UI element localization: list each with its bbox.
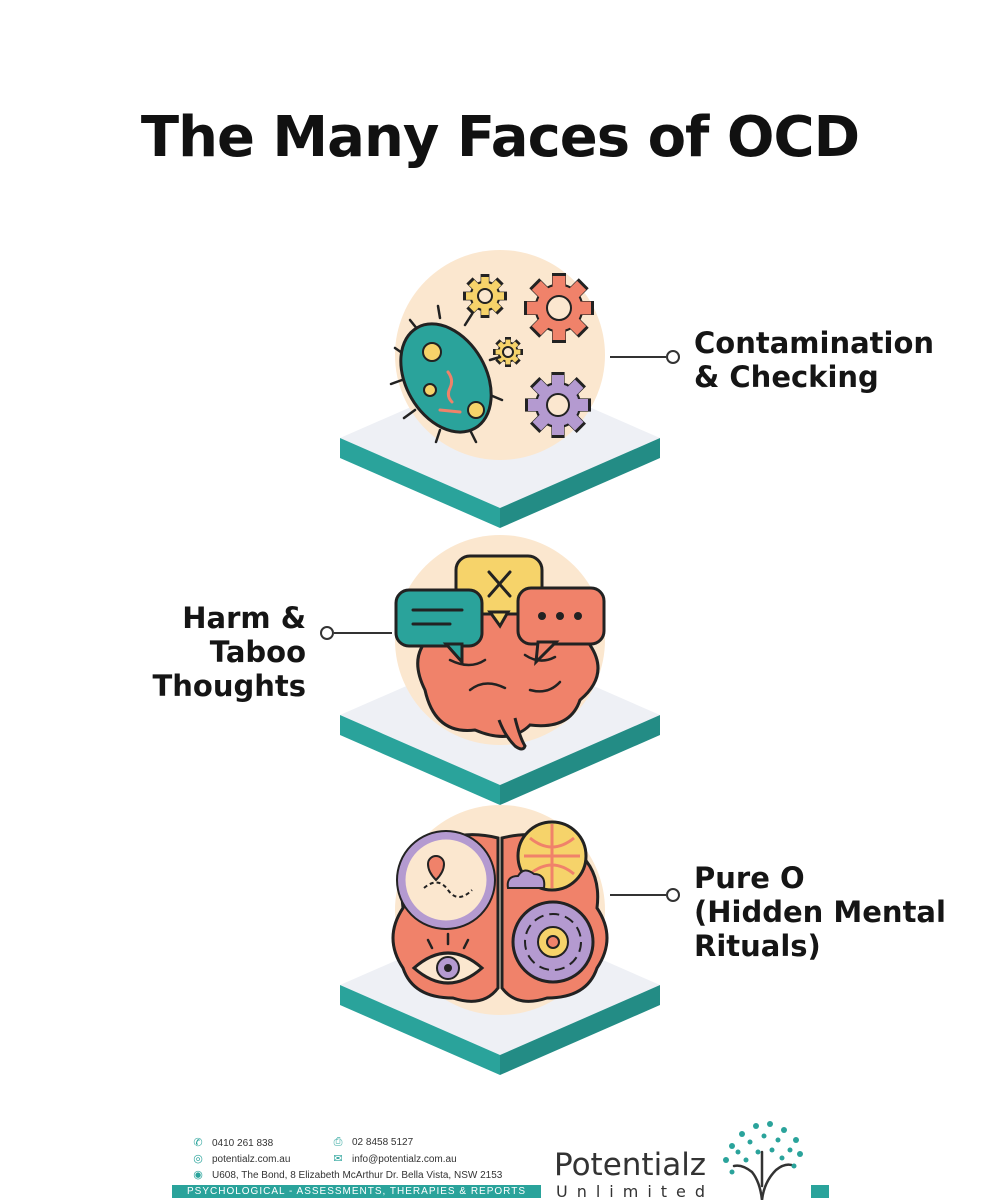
footer-phone[interactable]: ✆ 0410 261 838	[192, 1136, 273, 1149]
tree-brain-logo-icon	[723, 1121, 803, 1200]
footer-fax[interactable]: ⎙ 02 8458 5127	[332, 1136, 414, 1149]
tier-2-label-line-2: Thoughts	[152, 669, 306, 703]
footer-address-text: U608, The Bond, 8 Elizabeth McArthur Dr.…	[212, 1170, 503, 1181]
tier-3-label-line-3: Rituals)	[694, 929, 821, 963]
tier-1-label-line-1: Contamination	[694, 326, 935, 360]
tier-2-label-line-1: Harm & Taboo	[182, 601, 306, 669]
connector-tier-1	[610, 350, 680, 364]
footer-address: ◉ U608, The Bond, 8 Elizabeth McArthur Dr…	[192, 1168, 502, 1181]
footer-email[interactable]: ✉ info@potentialz.com.au	[332, 1152, 457, 1165]
tier-3-label-line-2: (Hidden Mental	[694, 895, 946, 929]
footer-fax-text: 02 8458 5127	[352, 1137, 414, 1148]
footer-tagline: PSYCHOLOGICAL - ASSESSMENTS, THERAPIES &…	[172, 1185, 541, 1198]
location-pin-icon: ◉	[193, 1169, 203, 1181]
brand-name: Potentialz	[554, 1147, 707, 1183]
tier-1-label-line-2: & Checking	[694, 360, 879, 394]
tier-2-label: Harm & Taboo Thoughts	[100, 601, 306, 703]
footer-email-text: info@potentialz.com.au	[352, 1154, 457, 1165]
footer-website[interactable]: ◎ potentialz.com.au	[192, 1152, 290, 1165]
footer-corner-accent	[811, 1185, 829, 1198]
tier-3-label: Pure O (Hidden Mental Rituals)	[694, 861, 946, 963]
footer-phone-text: 0410 261 838	[212, 1138, 274, 1149]
tier-3-label-line-1: Pure O	[694, 861, 805, 895]
connector-tier-2	[320, 626, 392, 640]
brain-with-speech-bubbles-icon	[394, 554, 606, 751]
fax-icon: ⎙	[333, 1136, 343, 1148]
infographic-art	[320, 250, 680, 1075]
brand-subtitle: Unlimited	[556, 1182, 715, 1201]
globe-icon: ◎	[193, 1153, 203, 1165]
footer: ✆ 0410 261 838 ⎙ 02 8458 5127 ◎ potentialz.…	[0, 1121, 1000, 1201]
envelope-icon: ✉	[333, 1153, 343, 1165]
page-title: The Many Faces of OCD	[140, 105, 860, 170]
footer-website-text: potentialz.com.au	[212, 1154, 291, 1165]
connector-tier-3	[610, 888, 680, 902]
brain-with-symbols-icon	[391, 820, 609, 1003]
tier-1-label: Contamination & Checking	[694, 326, 934, 394]
germ-and-gears-icon	[389, 273, 594, 444]
phone-icon: ✆	[193, 1137, 203, 1149]
